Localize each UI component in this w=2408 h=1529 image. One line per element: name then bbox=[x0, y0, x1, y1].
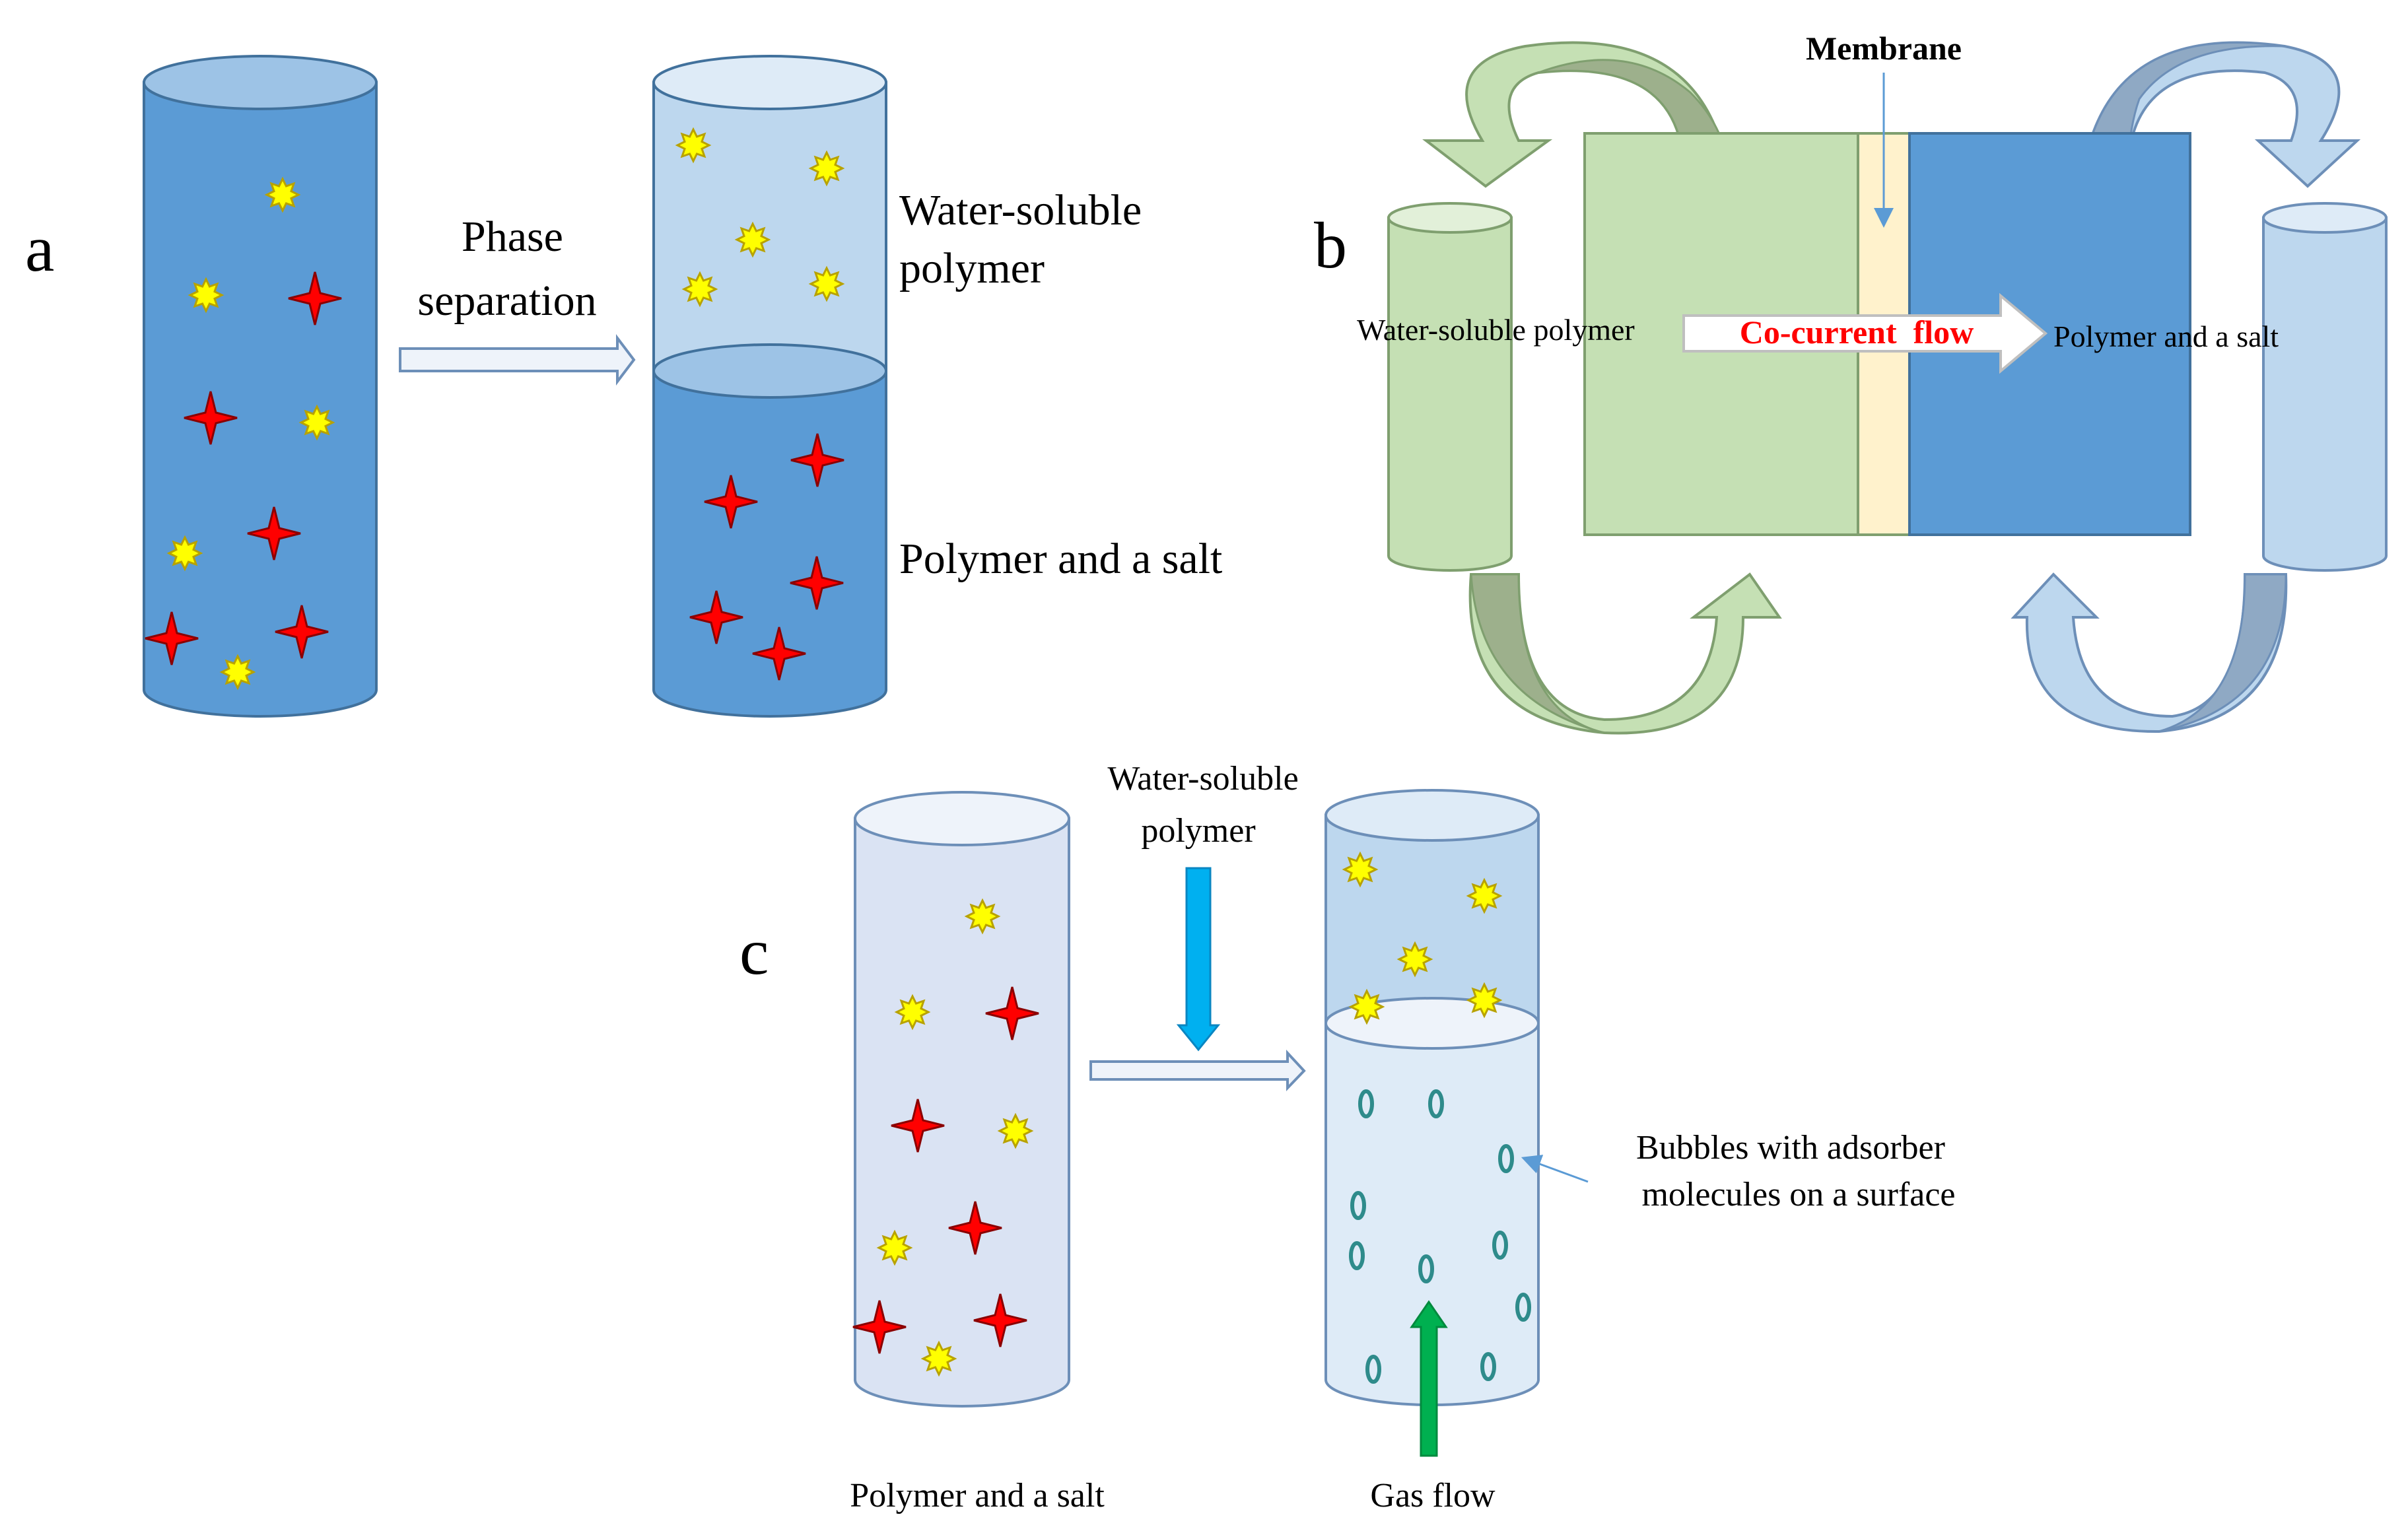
yellow-star bbox=[1467, 983, 1501, 1017]
feed-column-label: Polymer and a salt bbox=[850, 1477, 1105, 1514]
panel-b-letter: b bbox=[1314, 209, 1347, 282]
yellow-star bbox=[168, 536, 202, 570]
yellow-star bbox=[895, 995, 930, 1029]
yellow-star bbox=[265, 178, 300, 212]
bottom-left-circulation-arrow bbox=[1468, 572, 1782, 735]
bubble bbox=[1480, 1352, 1496, 1381]
yellow-star bbox=[809, 267, 844, 301]
input-label-line1: Water-soluble bbox=[1107, 760, 1298, 798]
bubble bbox=[1492, 1231, 1508, 1260]
top-right-arrow-fold bbox=[2080, 42, 2285, 187]
panel-a-letter: a bbox=[25, 212, 54, 285]
co-current-flow-arrow bbox=[1682, 292, 2048, 374]
yellow-star bbox=[221, 655, 255, 689]
green-reservoir-column bbox=[1387, 202, 1513, 572]
blue-reservoir-column bbox=[2262, 202, 2388, 572]
bubble bbox=[1365, 1355, 1381, 1384]
input-label-line2: polymer bbox=[1141, 812, 1255, 850]
bubble bbox=[1349, 1241, 1365, 1270]
phase-label-line1: Phase bbox=[462, 213, 563, 261]
top-left-arrow-fold bbox=[1538, 59, 1731, 187]
phase-label-line2: separation bbox=[417, 277, 596, 325]
right-phase-label: Polymer and a salt bbox=[2053, 320, 2279, 353]
separated-column bbox=[652, 55, 887, 718]
bubble-label-line2: molecules on a surface bbox=[1641, 1176, 1955, 1213]
yellow-star bbox=[736, 222, 770, 257]
gas-flow-label: Gas flow bbox=[1370, 1477, 1496, 1514]
yellow-star bbox=[1467, 879, 1501, 913]
polymer-input-arrow bbox=[1176, 867, 1221, 1052]
gas-flow-arrow bbox=[1410, 1300, 1448, 1457]
lower-phase-label: Polymer and a salt bbox=[899, 535, 1222, 583]
panel-c: c Water-soluble polymer bbox=[740, 760, 1956, 1514]
panel-c-letter: c bbox=[740, 915, 769, 988]
yellow-star bbox=[1350, 990, 1384, 1024]
yellow-star bbox=[965, 899, 1000, 934]
bottom-left-arrow-fold bbox=[1470, 573, 1605, 734]
upper-phase-label-line1: Water-soluble bbox=[899, 186, 1142, 234]
yellow-star bbox=[922, 1342, 956, 1376]
yellow-star bbox=[1398, 942, 1432, 976]
bubble bbox=[1428, 1089, 1444, 1118]
gas-bubbles bbox=[1349, 1089, 1531, 1384]
phase-separation-arrow bbox=[399, 334, 636, 386]
left-phase-label: Water-soluble polymer bbox=[1357, 313, 1635, 347]
panel-b: b Membrane Co-current flow Water-solu bbox=[1314, 30, 2388, 735]
bubble bbox=[1350, 1191, 1366, 1220]
yellow-star bbox=[877, 1231, 912, 1265]
bubble-pointer bbox=[1521, 1155, 1589, 1183]
yellow-star bbox=[683, 272, 717, 306]
yellow-star bbox=[1343, 852, 1377, 887]
bottom-right-arrow-fold bbox=[2158, 573, 2287, 733]
mixed-column bbox=[143, 55, 378, 718]
yellow-star bbox=[300, 405, 334, 440]
bubble-label-line1: Bubbles with adsorber bbox=[1636, 1129, 1945, 1167]
yellow-star bbox=[998, 1114, 1033, 1148]
bubble bbox=[1418, 1254, 1434, 1283]
flotation-column bbox=[1324, 789, 1540, 1406]
yellow-star bbox=[189, 278, 223, 312]
yellow-star bbox=[809, 151, 844, 186]
bubble bbox=[1358, 1089, 1374, 1118]
bubble bbox=[1498, 1144, 1514, 1173]
upper-phase-label-line2: polymer bbox=[899, 244, 1045, 292]
flow-label: Co-current flow bbox=[1740, 314, 1974, 351]
panel-a: a Phase separation bbox=[25, 55, 1222, 718]
yellow-star bbox=[676, 128, 710, 162]
bubble bbox=[1515, 1293, 1531, 1322]
membrane-label: Membrane bbox=[1806, 30, 1962, 67]
feed-column bbox=[852, 791, 1070, 1408]
transfer-arrow bbox=[1089, 1049, 1306, 1091]
